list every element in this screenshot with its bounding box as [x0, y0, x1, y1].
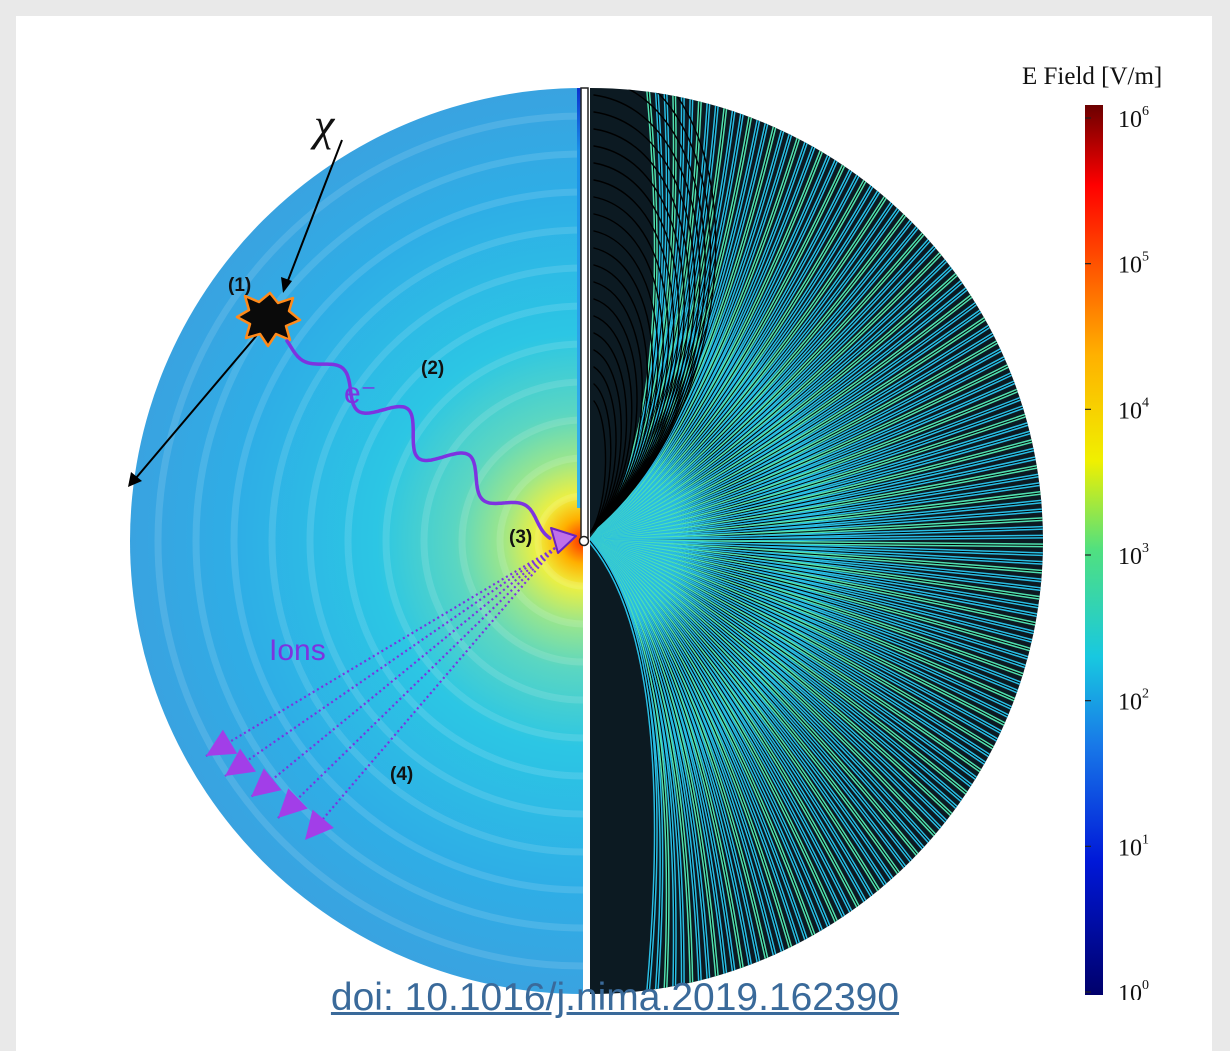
electron-drift-path — [285, 339, 552, 540]
colorbar-tick-label: 101 — [1118, 832, 1149, 861]
colorbar-gradient — [1085, 105, 1103, 995]
ion-arrowhead — [305, 809, 334, 840]
triangle-arrow-icon — [550, 527, 577, 554]
ion-arrowhead — [278, 788, 308, 818]
colorbar-tick-label: 100 — [1118, 978, 1149, 1000]
colorbar-tick-label: 104 — [1118, 395, 1149, 424]
anode-rod — [580, 87, 589, 539]
detector-diagram: χ (1) (2) (3) (4) e⁻ Ions E Field [V/m] … — [128, 63, 1162, 1000]
ion-arrowhead — [225, 748, 256, 776]
dark-matter-symbol: χ — [310, 99, 336, 150]
step-1-label: (1) — [228, 275, 251, 296]
field-lines-half — [590, 88, 1043, 994]
colorbar-tick-label: 103 — [1118, 541, 1149, 570]
step-4-label: (4) — [390, 764, 413, 785]
colorbar-tick-label: 105 — [1118, 250, 1149, 279]
step-3-label: (3) — [509, 527, 532, 548]
colorbar-tick-label: 106 — [1118, 104, 1149, 133]
ion-arrowheads — [206, 729, 334, 840]
step-2-label: (2) — [421, 358, 444, 379]
particle-trajectory — [128, 139, 343, 487]
doi-link[interactable]: doi: 10.1016/j.nima.2019.162390 — [330, 976, 900, 1019]
ions-label: Ions — [269, 634, 326, 667]
colorbar-tick-label: 102 — [1118, 687, 1149, 716]
colorbar: E Field [V/m] 106 105 104 103 102 101 100 — [1022, 63, 1162, 1000]
explosion-icon — [235, 291, 302, 348]
colorbar-title: E Field [V/m] — [1022, 63, 1162, 90]
ion-drift-lines — [205, 547, 556, 841]
electron-label: e⁻ — [344, 377, 377, 410]
sensor-ball — [578, 535, 590, 547]
ion-arrowhead — [206, 729, 238, 756]
ion-arrowhead — [251, 768, 282, 797]
